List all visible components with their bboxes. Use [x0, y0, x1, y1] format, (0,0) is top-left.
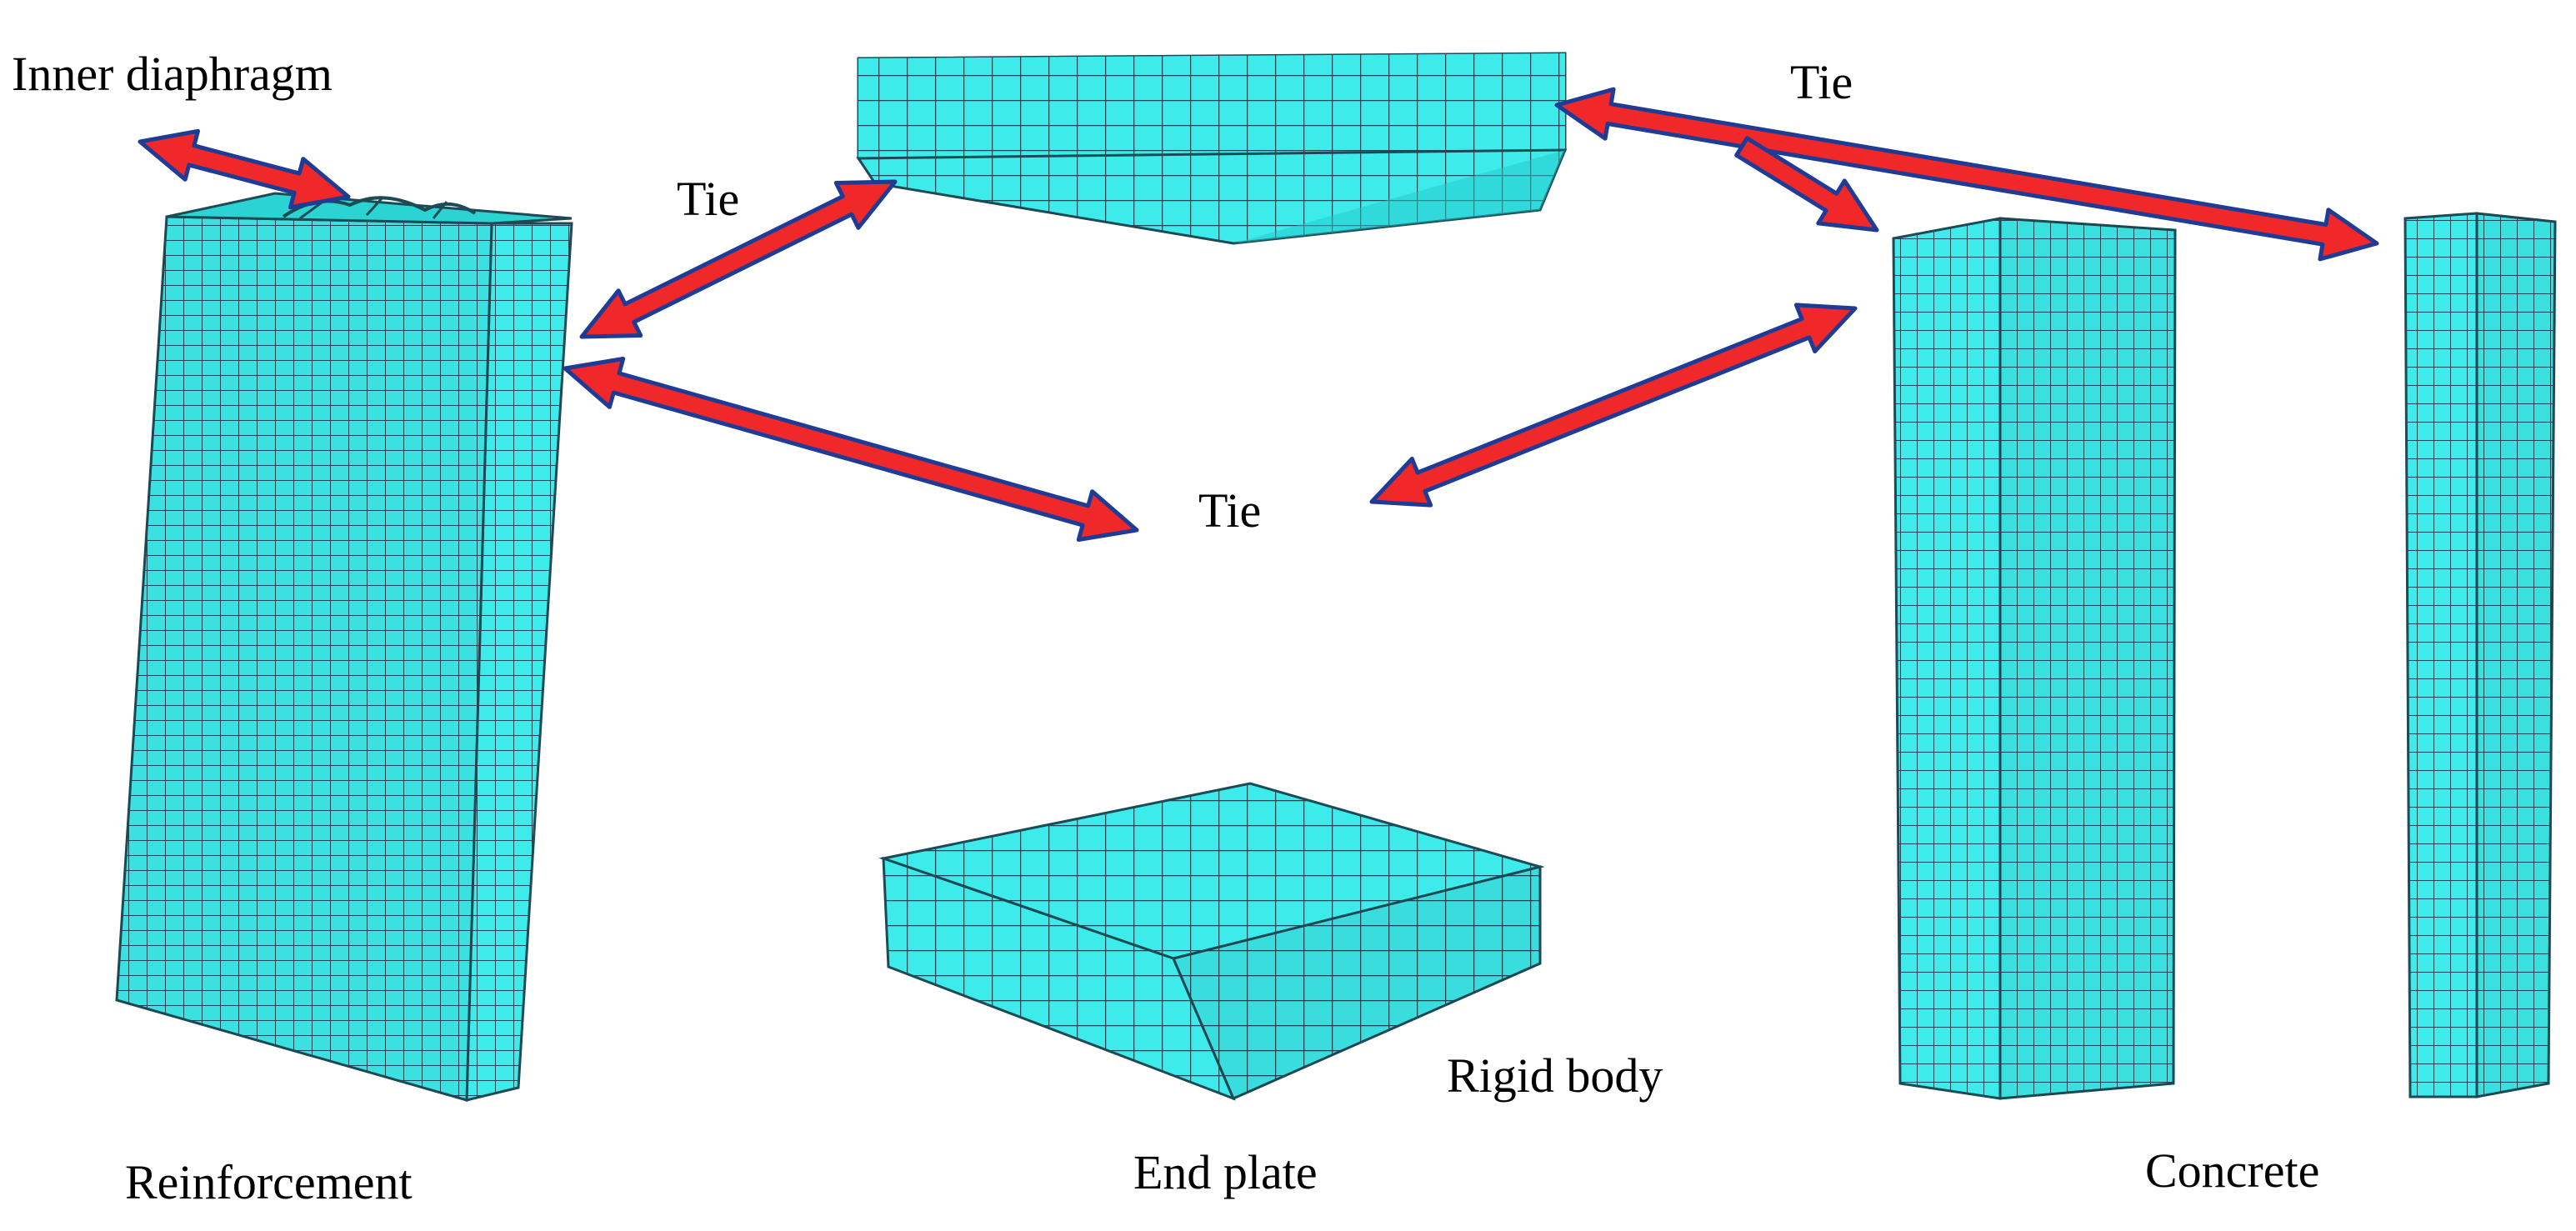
concrete-column-large [1892, 217, 2177, 1100]
arrow-tie-top-branch [1734, 136, 1879, 233]
reinforcement-tube [115, 192, 573, 1102]
end-plate-bottom [878, 782, 1545, 1101]
label-end-plate: End plate [1133, 1145, 1318, 1199]
arrow-tie-top-long [1554, 87, 2379, 262]
label-rigid-body: Rigid body [1447, 1048, 1663, 1103]
arrow-tie-center-right [1369, 303, 1858, 508]
arrow-tie-left-top [579, 179, 898, 339]
label-tie-top-right: Tie [1790, 55, 1853, 109]
concrete-column-thin [2403, 212, 2557, 1098]
label-concrete: Concrete [2145, 1143, 2320, 1198]
label-tie-center: Tie [1198, 483, 1262, 538]
tie-arrows [138, 87, 2379, 542]
label-reinforcement: Reinforcement [125, 1155, 413, 1209]
label-tie-left: Tie [677, 172, 740, 226]
end-plate-top [856, 52, 1568, 245]
arrow-inner-diaphragm [138, 128, 351, 210]
arrow-tie-left-center [563, 357, 1139, 542]
label-inner-diaphragm: Inner diaphragm [12, 47, 333, 101]
